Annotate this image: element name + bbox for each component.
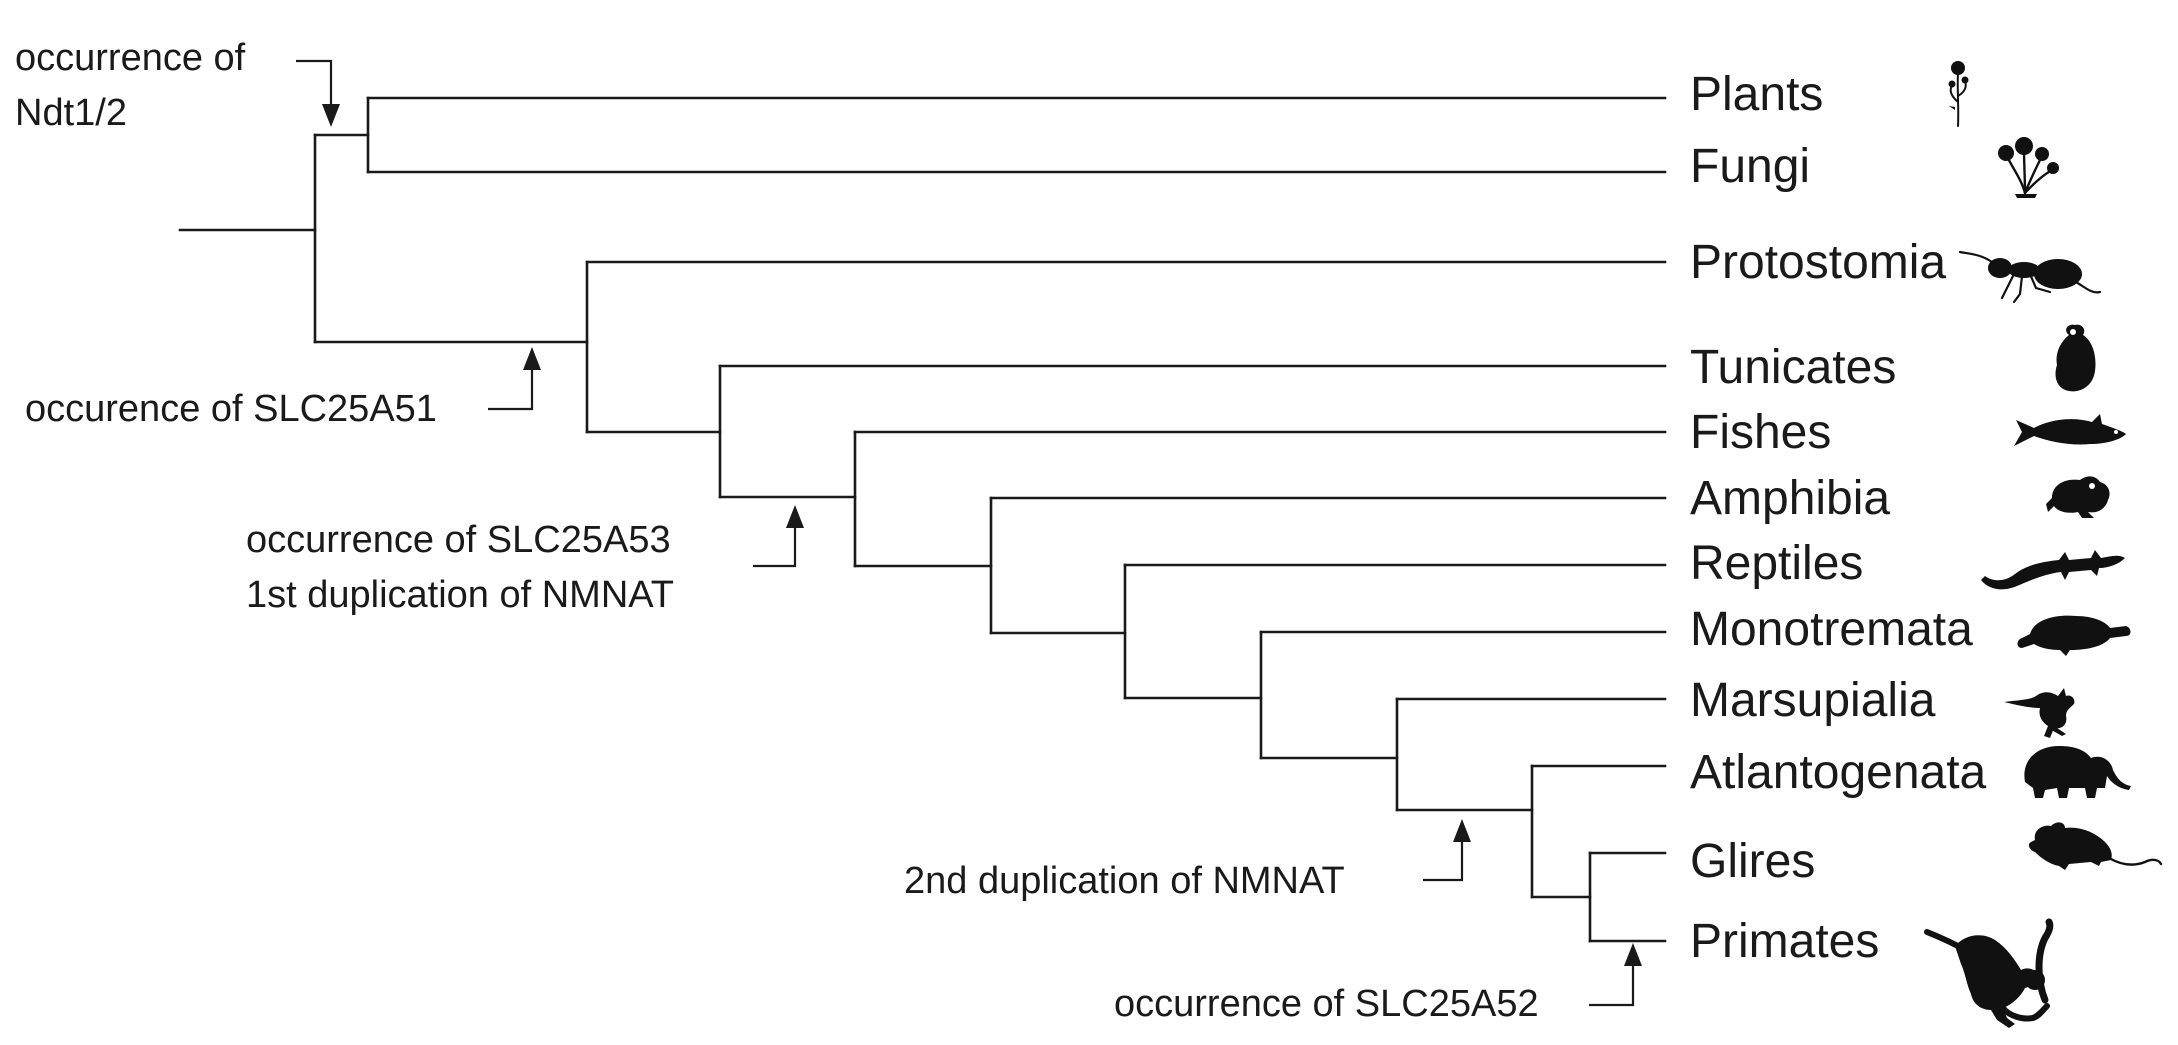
taxon-label-atlantogenata: Atlantogenata: [1690, 746, 1987, 799]
platypus-icon: [2017, 615, 2131, 656]
taxon-label-plants: Plants: [1690, 68, 1823, 121]
event-ndt-label: occurrence of: [15, 37, 246, 79]
event-slc25a53-label: occurrence of SLC25A53: [246, 519, 671, 561]
taxon-label-marsupialia: Marsupialia: [1690, 674, 1936, 727]
fish-icon: [2014, 414, 2126, 446]
tunicate-icon: [2055, 324, 2096, 392]
frog-icon: [2046, 476, 2110, 518]
event-ndt-arrow-icon: [322, 104, 340, 127]
event-slc25a51-arrow-icon: [523, 347, 541, 370]
taxon-label-glires: Glires: [1690, 835, 1815, 888]
event-ndt: occurrence of Ndt1/2: [15, 37, 340, 134]
event-nmnat2-label: 2nd duplication of NMNAT: [904, 860, 1345, 902]
flower-icon: [1948, 61, 1969, 127]
event-ndt-label: Ndt1/2: [15, 92, 127, 134]
lizard-icon: [1981, 550, 2125, 590]
tree-branches: [178, 96, 1667, 943]
event-slc25a52-label: occurrence of SLC25A52: [1114, 983, 1539, 1025]
event-slc25a53: occurrence of SLC25A53 1st duplication o…: [246, 505, 804, 616]
taxon-label-monotremata: Monotremata: [1690, 603, 1973, 656]
mouse-icon: [2028, 822, 2163, 870]
taxon-label-reptiles: Reptiles: [1690, 537, 1863, 590]
taxon-label-protostomia: Protostomia: [1690, 236, 1946, 289]
event-ndt-leader: [296, 59, 333, 108]
event-nmnat2: 2nd duplication of NMNAT: [904, 819, 1471, 902]
taxon-label-primates: Primates: [1690, 915, 1879, 968]
event-slc25a53-arrow-icon: [786, 505, 804, 528]
event-slc25a52-leader: [1589, 962, 1635, 1007]
event-nmnat2-leader: [1423, 838, 1464, 882]
event-slc25a53-label: 1st duplication of NMNAT: [246, 574, 674, 616]
elephant-icon: [2024, 746, 2131, 798]
event-slc25a51-label: occurence of SLC25A51: [25, 388, 437, 430]
gibbon-icon: [1924, 918, 2054, 1028]
taxon-label-fishes: Fishes: [1690, 406, 1831, 459]
event-slc25a52: occurrence of SLC25A52: [1114, 943, 1642, 1025]
event-slc25a53-leader: [753, 524, 797, 568]
kangaroo-icon: [2004, 688, 2075, 738]
mushroom-icon: [1998, 137, 2059, 198]
event-slc25a51-leader: [488, 366, 534, 411]
taxon-label-amphibia: Amphibia: [1690, 472, 1890, 525]
event-nmnat2-arrow-icon: [1453, 819, 1471, 842]
taxon-label-fungi: Fungi: [1690, 140, 1810, 193]
event-slc25a52-arrow-icon: [1624, 943, 1642, 966]
taxon-labels: Plants Fungi Protostomia Tunicates Fishe…: [1690, 68, 1987, 968]
ant-icon: [1958, 250, 2102, 304]
taxon-label-tunicates: Tunicates: [1690, 341, 1896, 394]
event-slc25a51: occurence of SLC25A51: [25, 347, 541, 430]
